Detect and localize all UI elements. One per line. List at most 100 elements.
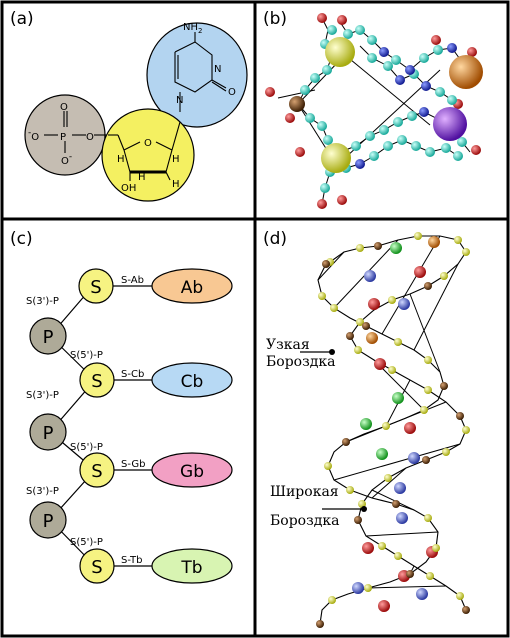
panel-c: (c) S(3')-P S(5')-P S(3')-P S(5')-P S(3'… bbox=[10, 229, 233, 584]
n1-label: N bbox=[176, 95, 183, 106]
atom-red bbox=[467, 47, 477, 57]
n3-label: N bbox=[214, 64, 221, 75]
atom-cyan bbox=[367, 35, 377, 45]
atom-yellow-large bbox=[321, 143, 351, 173]
phosphate-node: P bbox=[29, 501, 67, 539]
minor-groove-annotation: Узкая Бороздка bbox=[266, 337, 335, 370]
atom-cyan bbox=[367, 53, 377, 63]
phosphate-o-left: -O bbox=[28, 128, 39, 143]
atom-cyan bbox=[322, 65, 332, 75]
sugar-h-right: H bbox=[172, 154, 180, 165]
minor-groove-line1: Узкая bbox=[266, 337, 310, 353]
atom-blue bbox=[419, 107, 429, 117]
atom-yellow-large bbox=[325, 37, 355, 67]
atom-cyan bbox=[391, 55, 401, 65]
atoms bbox=[265, 13, 483, 209]
sugar-circle bbox=[101, 108, 195, 202]
atom-blue bbox=[379, 47, 389, 57]
sugar-h-low-left: H bbox=[138, 172, 146, 183]
sugar-h-left: H bbox=[117, 154, 125, 165]
major-groove-line2: Бороздка bbox=[270, 513, 339, 529]
phosphate-node: P bbox=[29, 413, 67, 451]
atom-red bbox=[378, 600, 390, 612]
atom-cyan bbox=[447, 95, 457, 105]
atom-orange-large bbox=[449, 55, 483, 89]
atom-red bbox=[414, 266, 426, 278]
atom-cyan bbox=[320, 183, 330, 193]
sugar-node: S bbox=[79, 548, 115, 584]
atom-purple-large bbox=[433, 107, 467, 141]
major-groove-annotation: Широкая Бороздка bbox=[270, 484, 367, 529]
base-node-ab: Ab bbox=[151, 268, 233, 304]
atom-cyan bbox=[411, 141, 421, 151]
atom-cyan bbox=[343, 29, 353, 39]
sugar-node: S bbox=[78, 268, 114, 304]
svg-text:Ab: Ab bbox=[181, 278, 203, 298]
panel-d-label: (d) bbox=[263, 229, 287, 249]
carbonyl-o-label: O bbox=[228, 87, 236, 98]
bond-label: S-Ab bbox=[121, 275, 144, 286]
hydroxyl-label: OH bbox=[121, 183, 136, 194]
atom-cyan bbox=[365, 131, 375, 141]
atom-red bbox=[337, 195, 347, 205]
link-s3p: S(3')-P bbox=[26, 390, 59, 401]
panel-b-label: (b) bbox=[263, 9, 287, 29]
atom-red bbox=[317, 199, 327, 209]
atom-cyan bbox=[369, 151, 379, 161]
phosphate-o-right: O bbox=[86, 132, 94, 143]
atom-blue bbox=[352, 582, 364, 594]
panel-a-label: (a) bbox=[10, 9, 34, 29]
base-group-ellipse bbox=[146, 22, 248, 128]
sugar-node: S bbox=[79, 362, 115, 398]
atom-blue bbox=[416, 588, 428, 600]
link-s5p: S(5')-P bbox=[70, 537, 103, 548]
link-s5p: S(5')-P bbox=[70, 442, 103, 453]
atom-cyan bbox=[383, 61, 393, 71]
atom-red bbox=[431, 35, 441, 45]
sugar-node: S bbox=[79, 452, 115, 488]
atom-blue bbox=[405, 65, 415, 75]
phosphorus-label: P bbox=[60, 132, 66, 143]
base-pair-rungs bbox=[317, 235, 461, 589]
svg-text:P: P bbox=[43, 423, 54, 444]
nh2-label: NH2 bbox=[183, 22, 202, 35]
atom-brown bbox=[289, 96, 305, 112]
sugar-h-low-right: H bbox=[172, 179, 180, 190]
minor-groove-line2: Бороздка bbox=[266, 354, 335, 370]
atom-red bbox=[471, 145, 481, 155]
phosphate-bonds bbox=[44, 111, 108, 153]
atom-blue bbox=[395, 75, 405, 85]
atom-blue bbox=[364, 270, 376, 282]
bond-label: S-Gb bbox=[121, 459, 145, 470]
atom-cyan bbox=[351, 141, 361, 151]
atom-red bbox=[285, 113, 295, 123]
phosphate-o-bottom: O- bbox=[61, 152, 72, 167]
atom-red bbox=[374, 358, 386, 370]
base-node-tb: Tb bbox=[151, 548, 233, 584]
atom-cyan bbox=[379, 125, 389, 135]
atom-cyan bbox=[300, 85, 310, 95]
helix-backbone bbox=[317, 235, 467, 625]
atom-red bbox=[362, 542, 374, 554]
atom-orange bbox=[366, 332, 378, 344]
base-node-cb: Cb bbox=[151, 362, 233, 398]
svg-text:S: S bbox=[90, 277, 101, 298]
svg-text:S: S bbox=[91, 557, 102, 578]
svg-text:S: S bbox=[91, 371, 102, 392]
atom-cyan bbox=[397, 135, 407, 145]
atom-cyan bbox=[407, 111, 417, 121]
bond-label: S-Cb bbox=[121, 369, 144, 380]
atom-cyan bbox=[425, 147, 435, 157]
svg-text:Gb: Gb bbox=[180, 462, 204, 482]
panel-a: (a) NH2 N N O O -O P O O- bbox=[10, 9, 248, 202]
atom-cyan bbox=[435, 87, 445, 97]
phosphate-o-top: O bbox=[60, 102, 68, 113]
atom-red bbox=[404, 422, 416, 434]
ring-o-label: O bbox=[144, 138, 152, 149]
panel-d: (d) bbox=[263, 229, 470, 628]
panel-c-label: (c) bbox=[10, 229, 33, 249]
atom-green bbox=[376, 448, 388, 460]
atom-blue bbox=[408, 452, 420, 464]
atom-blue bbox=[447, 43, 457, 53]
